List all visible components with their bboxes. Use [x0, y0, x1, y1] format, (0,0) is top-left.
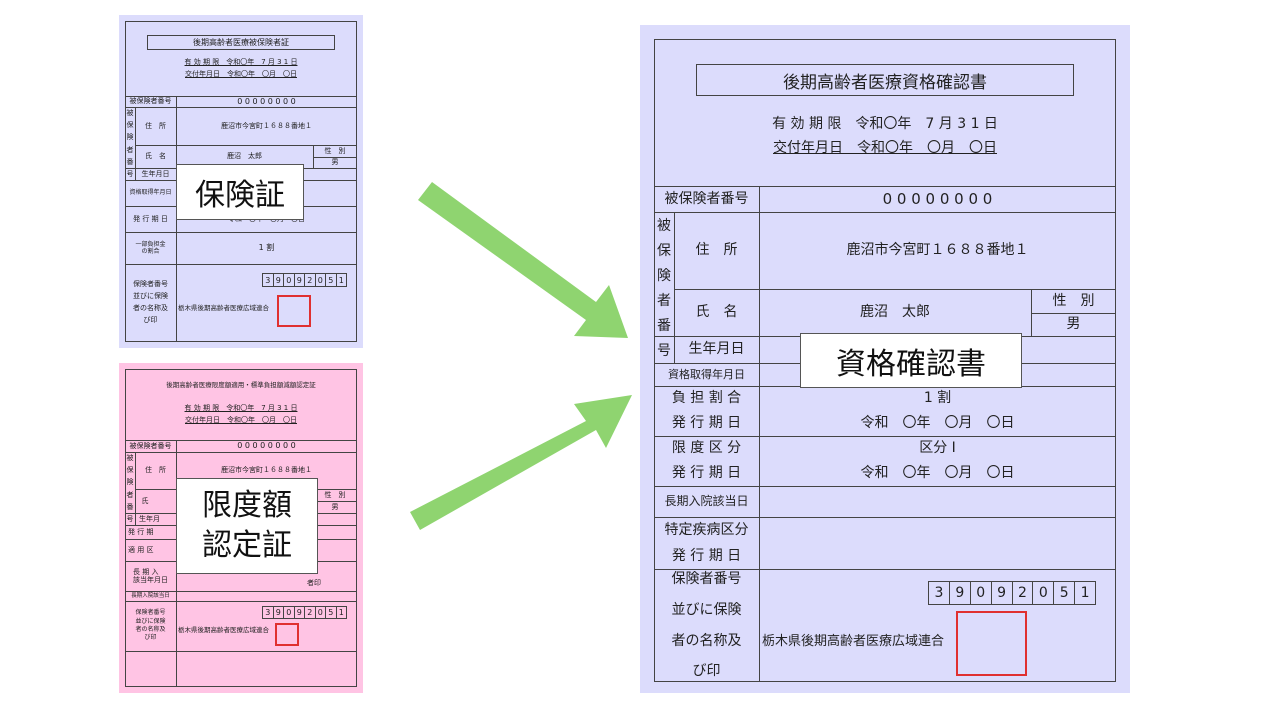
card-frame — [125, 369, 357, 687]
card-frame — [654, 39, 1116, 682]
card-frame — [125, 21, 357, 342]
insurer-name: 栃木県後期高齢者医療広域連合 — [178, 304, 269, 313]
issue-date-label: 発 行 期 — [128, 527, 154, 536]
limit-label: 限 度 区 分 — [671, 440, 742, 457]
insured-side-label: 被保険者番号 — [657, 217, 671, 360]
name-label: 氏 — [141, 496, 149, 505]
burden-label: 負 担 割 合 — [671, 390, 742, 407]
name: 鹿沼 太郎 — [227, 152, 262, 161]
address: 鹿沼市今宮町１６８８番地１ — [221, 466, 312, 475]
seal-box — [275, 623, 299, 646]
sex: 男 — [1066, 316, 1081, 333]
name-label: 氏 名 — [695, 304, 738, 321]
ratio-label: 一部負担金の割合 — [135, 240, 166, 255]
burden: 1 割 — [923, 390, 952, 407]
sex-label: 性 別 — [1052, 292, 1095, 309]
insurer-name: 栃木県後期高齢者医療広域連合 — [178, 626, 269, 635]
ratio: 1 割 — [258, 243, 275, 253]
overlay-label-gendogaku: 限度額 認定証 — [176, 478, 318, 574]
qual-label: 資格取得年月日 — [129, 189, 172, 197]
issue-date-label: 発 行 期 日 — [133, 214, 168, 223]
issue-date: 交付年月日 令和〇年 〇月 〇日 — [185, 415, 297, 424]
long-stay-label: 長期入院該当日 — [664, 494, 749, 509]
insured-no: 0 0 0 0 0 0 0 0 — [237, 441, 296, 451]
insured-no: 0 0 0 0 0 0 0 0 — [237, 96, 296, 106]
insured-side-label: 被保険者番号 — [126, 109, 134, 178]
qual-label: 資格取得年月日 — [668, 367, 745, 381]
long-stay-date-label: 長期入院該当日 — [131, 592, 170, 599]
address: 鹿沼市今宮町１６８８番地１ — [846, 242, 1029, 259]
birth-label: 生年月日 — [141, 169, 170, 178]
sex: 男 — [331, 502, 339, 511]
address-label: 住 所 — [695, 242, 738, 259]
insurer-label: 保険者番号並びに保険者の名称及び印 — [135, 609, 166, 642]
address-label: 住 所 — [145, 121, 166, 130]
sex: 男 — [331, 158, 339, 167]
birth-label: 生年月 — [139, 514, 160, 523]
insured-no-label: 被保険者番号 — [129, 441, 172, 450]
address-label: 住 所 — [145, 466, 166, 475]
valid-period: 有 効 期 限 令和〇年 7 月 3 1 日 — [184, 57, 298, 66]
insured-no-label: 被保険者番号 — [129, 97, 172, 106]
name: 鹿沼 太郎 — [860, 304, 930, 321]
arrow-right-up-icon — [410, 395, 632, 530]
insurance-card: 後期高齢者医療被保険者証 有 効 期 限 令和〇年 7 月 3 1 日 交付年月… — [119, 15, 363, 348]
issue-date-label: 発 行 期 日 — [671, 415, 742, 432]
arrow-right-down-icon — [418, 182, 628, 338]
insurer-name: 栃木県後期高齢者医療広域連合 — [762, 634, 945, 650]
overlay-label-shikaku: 資格確認書 — [800, 333, 1022, 388]
apply-label: 適 用 区 — [128, 545, 154, 554]
issue-date-label-3: 発 行 期 日 — [671, 547, 742, 564]
card-title: 後期高齢者医療被保険者証 — [147, 35, 335, 50]
disease-label: 特定疾病区分 — [664, 521, 749, 538]
valid-period: 有 効 期 限 令和〇年 7 月 3 1 日 — [772, 115, 998, 132]
issue-date: 交付年月日 令和〇年 〇月 〇日 — [185, 69, 297, 78]
card-title: 後期高齢者医療資格確認書 — [696, 64, 1074, 96]
long-stay-label: 長 期 入該当年月日 — [133, 567, 168, 584]
valid-period: 有 効 期 限 令和〇年 7 月 3 1 日 — [184, 403, 298, 412]
limit: 区分 I — [919, 440, 956, 457]
insured-no: 0 0 0 0 0 0 0 0 — [882, 190, 993, 208]
card-title: 後期高齢者医療限度額適用・標準負担額減額認定証 — [166, 381, 316, 390]
name-label: 氏 名 — [145, 152, 166, 161]
issue-date: 交付年月日 令和〇年 〇月 〇日 — [773, 139, 997, 156]
issue-date-value-2: 令和 〇年 〇月 〇日 — [860, 465, 1015, 482]
sex-label: 性 別 — [324, 490, 346, 499]
seal-box — [277, 295, 311, 327]
insurer-label: 保険者番号並びに保険者の名称及び印 — [133, 280, 168, 324]
issue-date-value: 令和 〇年 〇月 〇日 — [860, 415, 1015, 432]
overlay-label-hokensho: 保険証 — [176, 164, 304, 220]
long-stay-suffix: 者印 — [307, 578, 321, 587]
seal-box — [956, 611, 1027, 676]
address: 鹿沼市今宮町１６８８番地１ — [221, 121, 312, 130]
sex-label: 性 別 — [324, 146, 346, 155]
insured-no-label: 被保険者番号 — [664, 190, 749, 207]
insurer-label: 保険者番号並びに保険者の名称及び印 — [671, 570, 742, 680]
birth-label: 生年月日 — [688, 341, 745, 358]
issue-date-label-2: 発 行 期 日 — [671, 465, 742, 482]
insured-side-label: 被保険者番号 — [126, 454, 134, 523]
